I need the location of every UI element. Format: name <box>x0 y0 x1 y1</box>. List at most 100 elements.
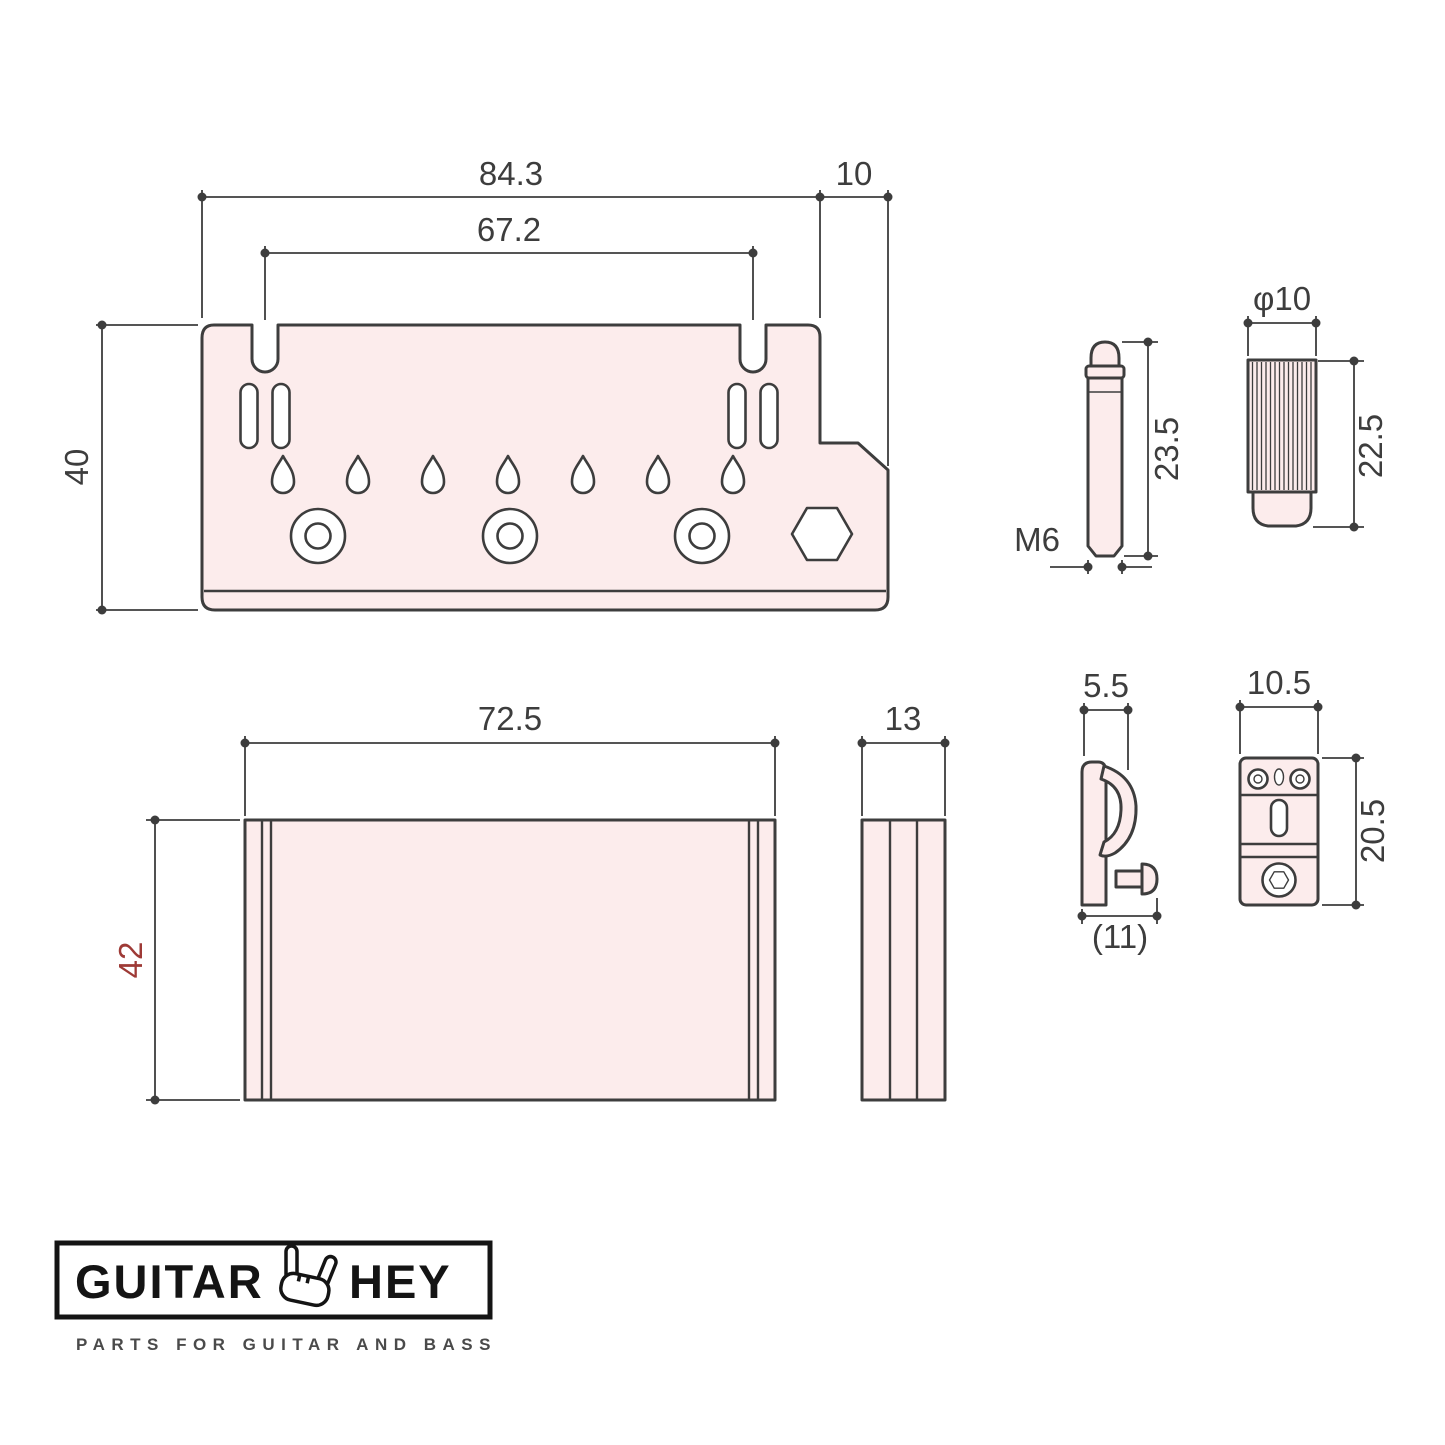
bridge-plate-top-view: 84.3 10 67.2 40 <box>58 155 893 615</box>
dim-block-thickness: 13 <box>857 700 950 816</box>
anchor-body <box>1246 358 1318 494</box>
plate-hex-hole <box>790 506 854 562</box>
hand-fist <box>279 1271 331 1308</box>
dim-endpoint-dot <box>1351 900 1361 910</box>
dim-endpoint-dot <box>197 192 207 202</box>
dim-endpoint-dot <box>1079 705 1089 715</box>
dim-value-stud-length: 23.5 <box>1148 417 1185 481</box>
dim-stud-length: 23.5 <box>1122 337 1185 561</box>
slot-hole <box>727 382 747 450</box>
dim-endpoint-dot <box>1083 562 1093 572</box>
dim-value-plate-step-width: 10 <box>836 155 873 192</box>
plate-screw-bushings <box>289 507 731 565</box>
dim-value-stud-thread: M6 <box>1014 521 1060 558</box>
dim-endpoint-dot <box>1152 911 1162 921</box>
dim-endpoint-dot <box>240 738 250 748</box>
brand-logo: GUITAR HEY PARTS FOR GUITAR AND BASS <box>54 1240 497 1354</box>
block-side-outline <box>860 818 947 1102</box>
bushing-inner <box>688 522 716 550</box>
dim-value-anchor-length: 22.5 <box>1352 414 1389 478</box>
dim-endpoint-dot <box>1117 562 1127 572</box>
stud-collar <box>1084 364 1126 380</box>
saddle-claw <box>1098 764 1138 858</box>
dim-value-block-height: 42 <box>112 942 149 979</box>
stud-side-view: 23.5 M6 <box>1014 337 1185 574</box>
saddle-screw-head <box>1140 862 1159 896</box>
anchor-bushing-side-view: φ10 22.5 <box>1243 280 1389 532</box>
logo-tagline: PARTS FOR GUITAR AND BASS <box>76 1335 497 1354</box>
dim-value-anchor-diameter: φ10 <box>1253 280 1311 317</box>
hand-knuckles <box>296 1274 311 1284</box>
saddle-top-view: 10.5 20.5 <box>1235 664 1391 910</box>
dim-endpoint-dot <box>1351 753 1361 763</box>
saddle-side-view: 5.5 (11) <box>1077 667 1162 955</box>
dim-value-saddle-length: 20.5 <box>1354 799 1391 863</box>
slot-hole <box>239 382 259 450</box>
dim-endpoint-dot <box>770 738 780 748</box>
dim-value-block-width: 72.5 <box>478 700 542 737</box>
saddle-base <box>1080 760 1108 907</box>
dim-block-width: 72.5 <box>240 700 780 816</box>
stud-shaft <box>1086 376 1124 558</box>
hex-socket <box>1268 871 1290 889</box>
dim-value-saddle-depth: (11) <box>1092 918 1148 955</box>
dim-value-block-thickness: 13 <box>885 700 922 737</box>
dim-value-plate-overall-width: 84.3 <box>479 155 543 192</box>
bushing-inner <box>304 522 332 550</box>
dim-endpoint-dot <box>1313 702 1323 712</box>
anchor-tip <box>1251 490 1313 528</box>
dim-value-plate-depth: 40 <box>58 449 95 486</box>
dim-value-plate-stud-spacing: 67.2 <box>477 211 541 248</box>
dim-endpoint-dot <box>748 248 758 258</box>
plate-outline <box>200 323 890 612</box>
dim-endpoint-dot <box>1143 551 1153 561</box>
dim-endpoint-dot <box>940 738 950 748</box>
logo-word-left: GUITAR <box>75 1255 264 1308</box>
dim-endpoint-dot <box>1243 318 1253 328</box>
saddle-screw-body <box>1114 869 1144 889</box>
plate-mounting-slots <box>239 382 779 450</box>
dim-endpoint-dot <box>97 320 107 330</box>
saddle-post-hole-inner <box>1295 774 1305 784</box>
dim-endpoint-dot <box>150 1095 160 1105</box>
anchor-knurling <box>1251 362 1312 490</box>
dim-anchor-diameter: φ10 <box>1243 280 1321 356</box>
dim-stud-thread: M6 <box>1014 521 1152 574</box>
dim-endpoint-dot <box>97 605 107 615</box>
saddle-post-hole-inner <box>1253 774 1263 784</box>
dim-saddle-top-width: 10.5 <box>1235 664 1323 754</box>
dim-endpoint-dot <box>1349 356 1359 366</box>
dim-block-height: 42 <box>112 815 240 1105</box>
slot-hole <box>271 382 291 450</box>
dim-endpoint-dot <box>260 248 270 258</box>
bushing-inner <box>496 522 524 550</box>
dim-saddle-depth: (11) <box>1077 898 1162 955</box>
block-front-outline <box>243 818 777 1102</box>
stud-head <box>1089 340 1121 368</box>
tremolo-block-side-view: 13 <box>857 700 950 1102</box>
saddle-adjust-slot <box>1269 798 1289 838</box>
dim-endpoint-dot <box>857 738 867 748</box>
logo-word-right: HEY <box>349 1255 452 1308</box>
dim-saddle-length: 20.5 <box>1322 753 1391 910</box>
dim-saddle-width: 5.5 <box>1079 667 1133 770</box>
dim-value-saddle-top-width: 10.5 <box>1247 664 1311 701</box>
slot-hole <box>759 382 779 450</box>
dim-plate-depth: 40 <box>58 320 198 615</box>
rock-hand-icon <box>279 1244 338 1308</box>
dim-plate-stud-spacing: 67.2 <box>260 211 758 320</box>
tremolo-block-front-view: 72.5 42 <box>112 700 780 1105</box>
dim-anchor-length: 22.5 <box>1313 356 1389 532</box>
dim-endpoint-dot <box>1349 522 1359 532</box>
saddle-center-slot <box>1273 768 1285 786</box>
dim-endpoint-dot <box>1077 911 1087 921</box>
dim-endpoint-dot <box>1123 705 1133 715</box>
dim-endpoint-dot <box>1311 318 1321 328</box>
dim-endpoint-dot <box>815 192 825 202</box>
dim-endpoint-dot <box>150 815 160 825</box>
dim-endpoint-dot <box>883 192 893 202</box>
dim-plate-overall-width: 84.3 10 <box>197 155 893 466</box>
logo-border <box>54 1240 493 1320</box>
